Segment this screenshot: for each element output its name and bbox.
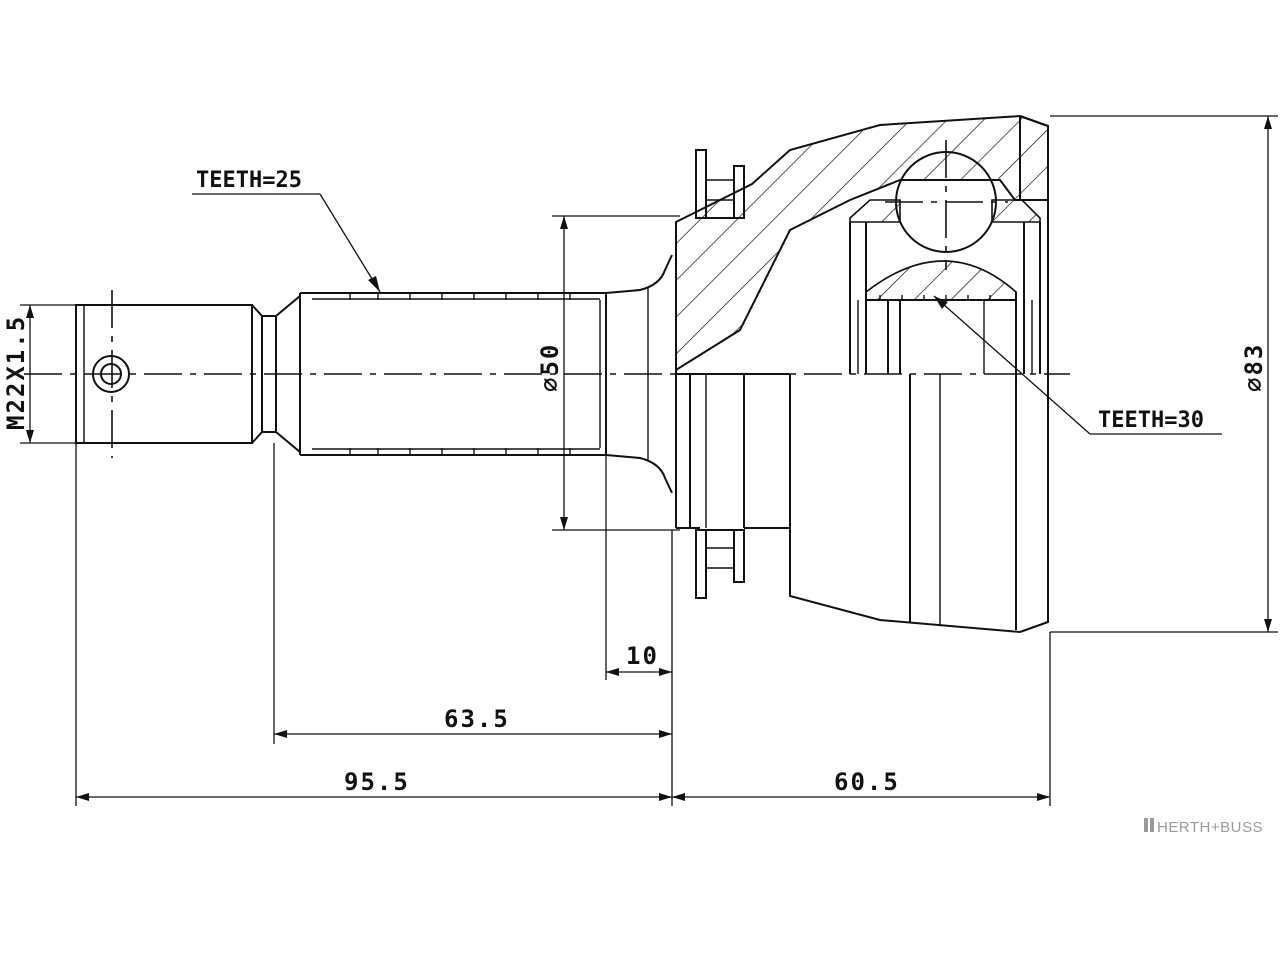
- brand-watermark: HERTH+BUSS: [1144, 818, 1263, 836]
- dim-diameter-50: ⌀50: [536, 215, 680, 531]
- dim-63-5-label: 63.5: [444, 705, 510, 733]
- dim-60-5-label: 60.5: [834, 768, 900, 796]
- inner-race-and-ball: [849, 140, 1041, 374]
- leader-teeth-30: TEETH=30: [933, 295, 1222, 435]
- dim-diameter-83: ⌀83: [1050, 115, 1278, 633]
- dim-95-5: 95.5: [76, 768, 672, 801]
- diameter-shaft-label: ⌀50: [536, 343, 564, 392]
- teeth-inner-label: TEETH=30: [1098, 408, 1204, 433]
- cotter-pin-hole: [92, 355, 130, 393]
- brand-label: HERTH+BUSS: [1157, 819, 1263, 836]
- dim-60-5: 60.5: [672, 768, 1050, 801]
- dim-10: 10: [606, 642, 672, 676]
- extension-lines: [75, 443, 1051, 806]
- dim-10-label: 10: [626, 642, 659, 670]
- dim-63-5: 63.5: [274, 705, 672, 738]
- leader-teeth-25: TEETH=25: [192, 168, 381, 293]
- splined-shaft: [299, 254, 673, 494]
- thread-label: M22X1.5: [2, 315, 30, 430]
- dim-95-5-label: 95.5: [344, 768, 410, 796]
- diameter-housing-label: ⌀83: [1240, 343, 1268, 392]
- teeth-shaft-label: TEETH=25: [196, 168, 302, 193]
- dim-thread: M22X1.5: [2, 304, 76, 444]
